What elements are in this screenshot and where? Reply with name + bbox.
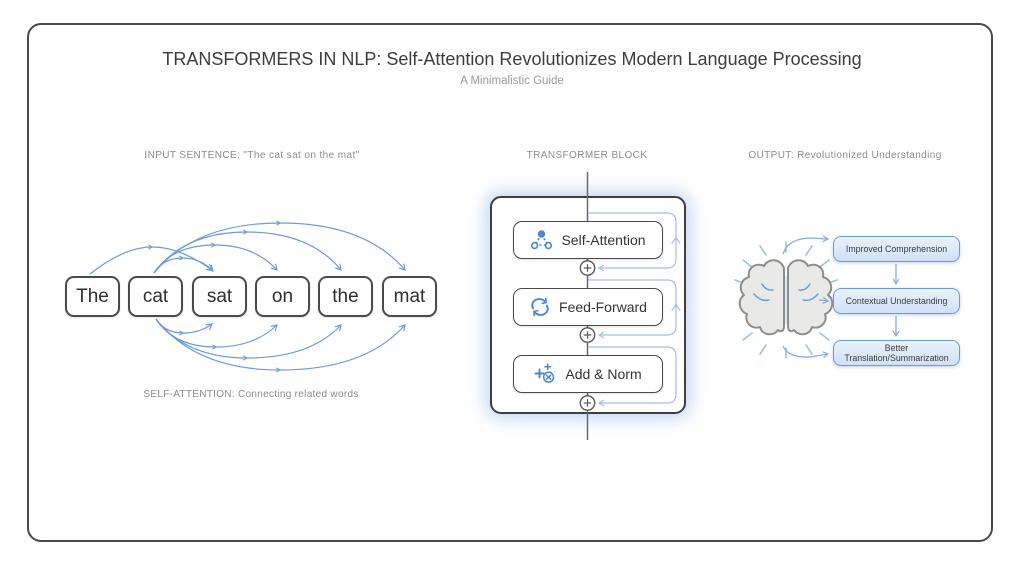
layer-label: Feed-Forward <box>559 299 647 315</box>
word-token: the <box>318 276 373 317</box>
output-section-label: OUTPUT: Revolutionized Understanding <box>748 150 942 161</box>
page-subtitle: A Minimalistic Guide <box>460 75 564 87</box>
layer-label: Add & Norm <box>565 366 642 382</box>
input-section-label: INPUT SENTENCE: "The cat sat on the mat" <box>144 150 360 161</box>
layer-add-norm: Add & Norm <box>513 355 663 393</box>
output-item: Improved Comprehension <box>833 236 960 262</box>
cycle-arrows-icon <box>531 297 549 317</box>
add-norm-icon <box>534 363 555 383</box>
word-token: sat <box>192 276 247 317</box>
word-token: cat <box>128 276 183 317</box>
layer-self-attention: Self-Attention <box>513 221 663 259</box>
layer-label: Self-Attention <box>561 232 646 248</box>
layer-feed-forward: Feed-Forward <box>513 288 663 326</box>
self-attention-caption: SELF-ATTENTION: Connecting related words <box>143 389 359 400</box>
word-token: mat <box>382 276 437 317</box>
transformer-section-label: TRANSFORMER BLOCK <box>526 150 648 161</box>
word-token: The <box>65 276 120 317</box>
word-token: on <box>255 276 310 317</box>
output-item: Contextual Understanding <box>833 288 960 314</box>
graph-nodes-icon <box>531 230 553 250</box>
output-item: Better Translation/Summarization <box>833 340 960 366</box>
page-title: TRANSFORMERS IN NLP: Self-Attention Revo… <box>162 49 862 69</box>
